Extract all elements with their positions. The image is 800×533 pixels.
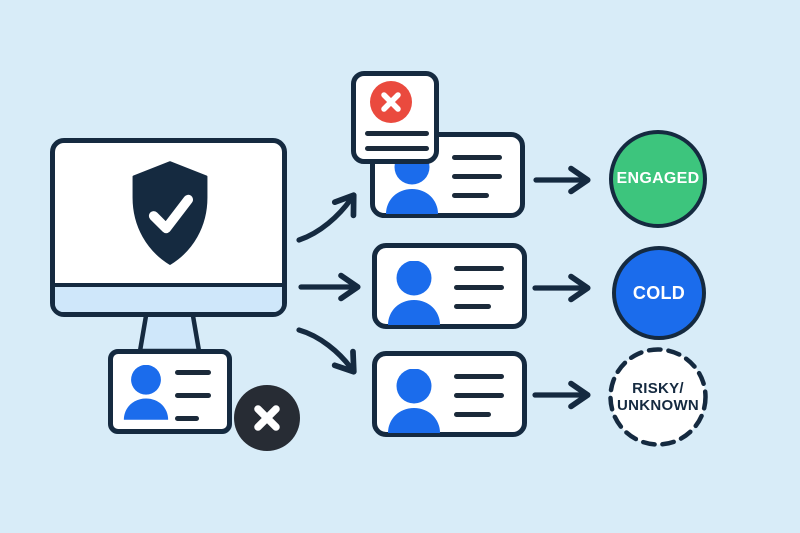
card-text-line <box>175 416 199 421</box>
card-text-line <box>365 131 429 136</box>
outcome-risky-label: RISKY/ UNKNOWN <box>616 379 700 414</box>
card-text-line <box>454 374 504 379</box>
arrow-monitor-to-bot-card <box>296 327 357 375</box>
card-text-line <box>175 393 211 398</box>
x-circle-icon <box>370 81 412 123</box>
card-text-line <box>452 155 502 160</box>
contact-card-bottom <box>372 351 527 437</box>
person-icon <box>388 261 440 325</box>
contact-card-middle <box>372 243 527 329</box>
outcome-cold: COLD <box>612 246 706 340</box>
card-text-line <box>454 304 491 309</box>
monitor <box>50 138 287 317</box>
card-text-line <box>175 370 211 375</box>
dashed-circle <box>608 347 708 447</box>
source-contact-card <box>108 349 232 434</box>
card-text-line <box>452 174 502 179</box>
person-icon <box>388 369 440 433</box>
outcome-risky: RISKY/ UNKNOWN <box>607 346 709 448</box>
shield-check-icon <box>132 161 208 265</box>
x-badge-icon <box>234 385 300 451</box>
rejected-card <box>351 71 439 164</box>
card-text-line <box>454 266 504 271</box>
card-text-line <box>452 193 489 198</box>
card-text-line <box>454 285 504 290</box>
arrow-monitor-to-top-card <box>296 192 357 243</box>
monitor-chin <box>55 283 282 312</box>
card-text-line <box>454 412 491 417</box>
card-text-line <box>454 393 504 398</box>
person-icon <box>123 365 169 420</box>
outcome-cold-label: COLD <box>632 282 686 303</box>
outcome-engaged: ENGAGED <box>609 130 707 228</box>
outcome-engaged-label: ENGAGED <box>616 170 700 187</box>
card-text-line <box>365 146 429 151</box>
contact-card-top <box>370 132 525 218</box>
